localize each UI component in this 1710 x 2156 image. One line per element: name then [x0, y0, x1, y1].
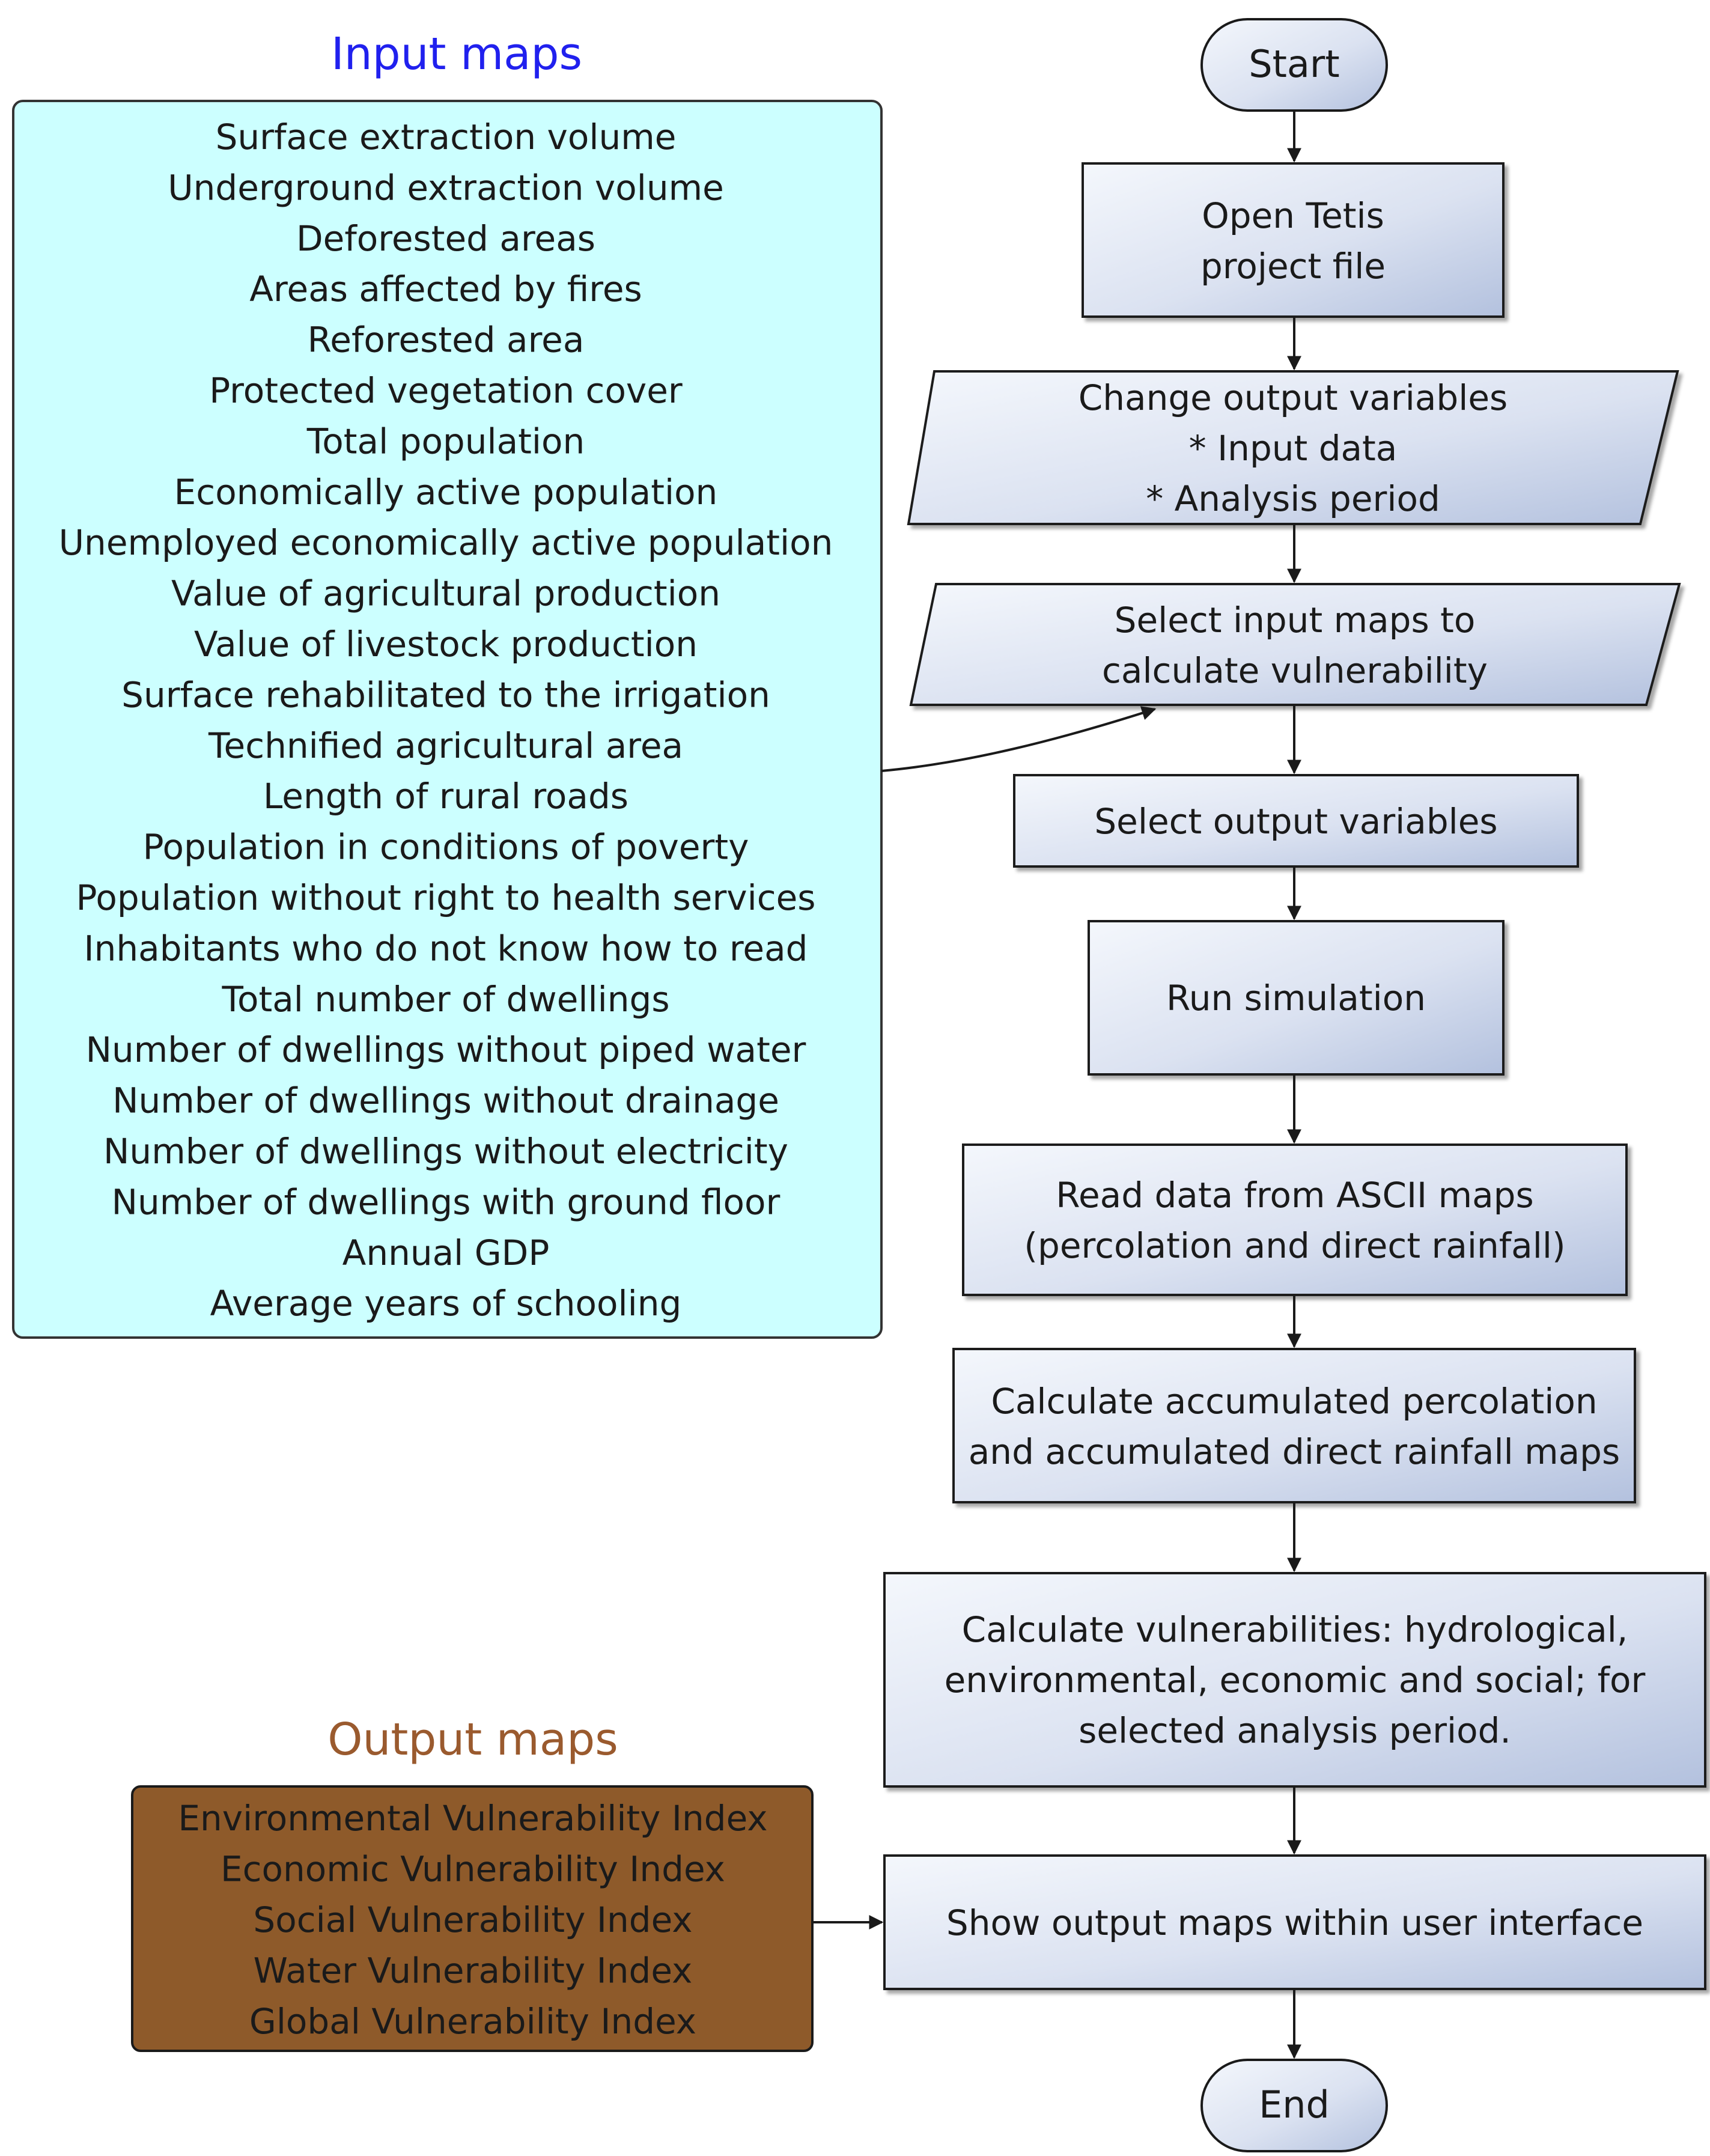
change-output-node	[907, 370, 1679, 525]
input-map-item: Surface rehabilitated to the irrigation	[121, 674, 770, 715]
start-label: Start	[1249, 42, 1339, 86]
input-map-item: Population in conditions of poverty	[143, 827, 749, 868]
input-map-item: Value of agricultural production	[171, 573, 720, 614]
calc-vulnerabilities-label: Calculate vulnerabilities: hydrological,…	[945, 1609, 1646, 1751]
calc-accumulated-node	[952, 1348, 1636, 1503]
open-project-node	[1082, 162, 1505, 318]
arrow-input-maps-to-select-input	[881, 706, 1157, 772]
input-map-item: Total number of dwellings	[221, 979, 669, 1020]
end-label: End	[1259, 2083, 1330, 2127]
node-label-line: and accumulated direct rainfall maps	[969, 1431, 1620, 1472]
input-map-item: Surface extraction volume	[216, 117, 677, 157]
output-map-item: Economic Vulnerability Index	[221, 1849, 725, 1890]
node-label-line: Select output variables	[1094, 801, 1497, 842]
calc-vulnerabilities-node	[883, 1572, 1706, 1788]
run-simulation-node	[1088, 920, 1505, 1076]
node-label-line: project file	[1200, 246, 1386, 287]
node-label-line: Run simulation	[1166, 978, 1426, 1019]
run-simulation-label: Run simulation	[1166, 978, 1426, 1019]
input-map-item: Average years of schooling	[210, 1283, 682, 1324]
node-label-line: environmental, economic and social; for	[945, 1660, 1646, 1701]
input-maps-box	[12, 100, 883, 1339]
node-label-line: (percolation and direct rainfall)	[1024, 1225, 1565, 1266]
change-output-label: Change output variables * Input data * Ana…	[1079, 377, 1508, 519]
output-maps-title: Output maps	[327, 1714, 618, 1765]
read-data-label: Read data from ASCII maps (percolation an…	[1024, 1175, 1565, 1266]
input-map-item: Value of livestock production	[194, 624, 698, 665]
read-data-node	[962, 1143, 1628, 1296]
open-project-label: Open Tetis project file	[1200, 195, 1386, 287]
input-map-item: Economically active population	[174, 472, 718, 513]
node-label-line: Calculate vulnerabilities: hydrological,	[962, 1609, 1628, 1650]
node-label-line: * Analysis period	[1146, 478, 1440, 519]
input-map-item: Underground extraction volume	[168, 167, 724, 208]
node-label-line: Read data from ASCII maps	[1056, 1175, 1533, 1216]
select-output-node	[1013, 774, 1579, 868]
input-maps-title: Input maps	[331, 28, 582, 80]
output-map-item: Social Vulnerability Index	[253, 1899, 692, 1940]
input-map-item: Technified agricultural area	[208, 725, 683, 766]
node-label-line: Change output variables	[1079, 377, 1508, 418]
input-map-item: Number of dwellings without electricity	[103, 1131, 788, 1172]
input-map-item: Inhabitants who do not know how to read	[84, 928, 808, 969]
end-node	[1200, 2059, 1388, 2152]
input-map-item: Number of dwellings without drainage	[112, 1080, 779, 1121]
input-map-item: Number of dwellings with ground floor	[112, 1181, 780, 1222]
output-map-item: Environmental Vulnerability Index	[178, 1798, 767, 1839]
node-label-line: calculate vulnerability	[1102, 650, 1488, 691]
input-map-item: Reforested area	[308, 320, 585, 361]
node-label-line: Show output maps within user interface	[946, 1902, 1643, 1943]
select-input-label: Select input maps to calculate vulnerabil…	[1102, 600, 1488, 691]
calc-accumulated-label: Calculate accumulated percolation and acc…	[969, 1381, 1620, 1472]
input-map-item: Population without right to health servi…	[76, 877, 815, 918]
output-map-item: Water Vulnerability Index	[254, 1950, 693, 1991]
node-label-line: Select input maps to	[1115, 600, 1476, 641]
node-label-line: Open Tetis	[1202, 195, 1384, 236]
input-map-item: Number of dwellings without piped water	[86, 1029, 806, 1070]
input-map-item: Deforested areas	[296, 218, 595, 259]
input-map-item: Areas affected by fires	[249, 269, 642, 309]
input-map-item: Annual GDP	[342, 1232, 550, 1273]
output-map-item: Global Vulnerability Index	[249, 2001, 696, 2042]
output-maps-box	[131, 1785, 814, 2052]
input-map-item: Protected vegetation cover	[209, 370, 683, 411]
input-map-item: Total population	[306, 421, 585, 461]
input-map-item: Unemployed economically active populatio…	[59, 522, 833, 563]
connectors	[812, 111, 1301, 2059]
select-output-label: Select output variables	[1094, 801, 1497, 842]
output-maps-list: Environmental Vulnerability IndexEconomi…	[178, 1798, 767, 2042]
input-map-item: Length of rural roads	[263, 776, 628, 817]
node-label-line: selected analysis period.	[1079, 1710, 1511, 1751]
show-output-label: Show output maps within user interface	[946, 1902, 1643, 1943]
select-input-node	[909, 583, 1681, 706]
node-label-line: Calculate accumulated percolation	[991, 1381, 1597, 1422]
node-label-line: * Input data	[1189, 428, 1398, 469]
show-output-node	[883, 1854, 1706, 1990]
